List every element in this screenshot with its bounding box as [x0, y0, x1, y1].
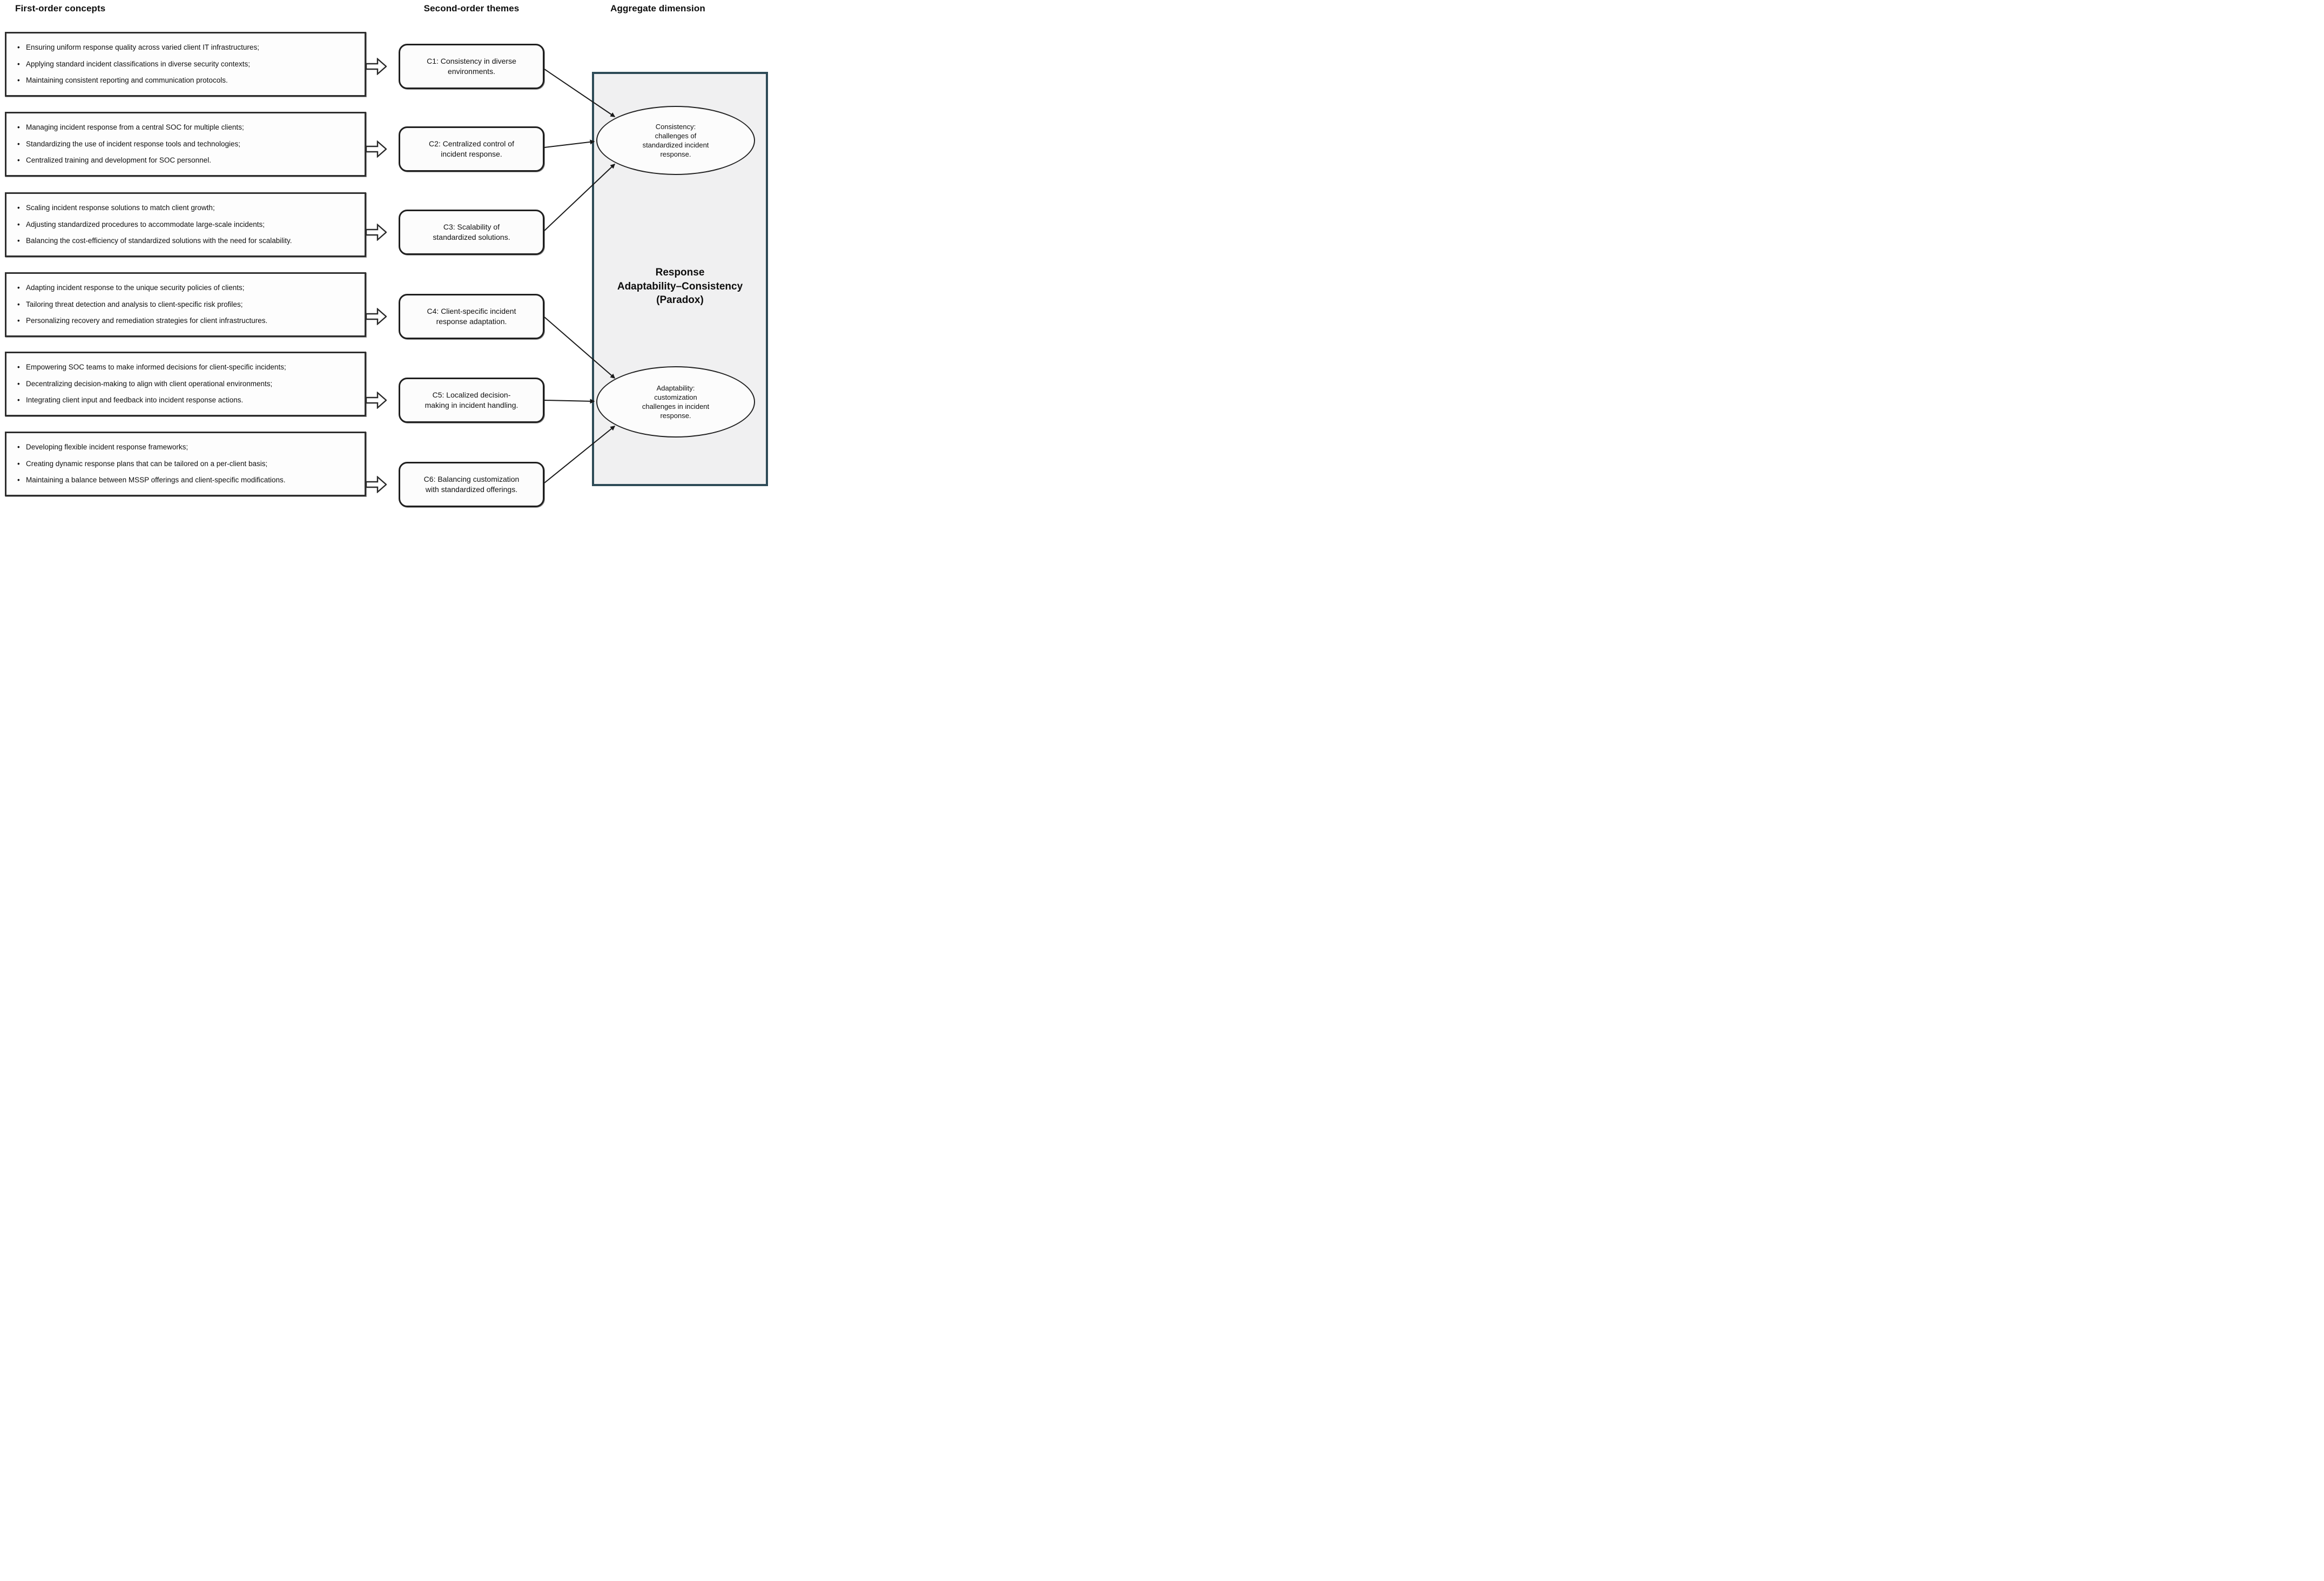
bullet-glyph: •: [17, 396, 20, 405]
bullet-text: Developing flexible incident response fr…: [26, 442, 188, 451]
bullet-glyph: •: [17, 59, 20, 68]
theme-box-c4: C4: Client-specific incident response ad…: [399, 294, 544, 339]
bullet-glyph: •: [17, 317, 20, 325]
bullet-text: Applying standard incident classificatio…: [26, 59, 250, 68]
bullet-glyph: •: [17, 476, 20, 485]
theme-box-c3: C3: Scalability of standardized solution…: [399, 210, 544, 255]
theme-box-c6: C6: Balancing customization with standar…: [399, 462, 544, 507]
block-arrow-icon: [366, 58, 387, 75]
bullet-glyph: •: [17, 203, 20, 212]
bullet-item: • Integrating client input and feedback i…: [17, 396, 357, 405]
bullet-item: • Scaling incident response solutions to …: [17, 204, 357, 213]
arrow-c2-to-consistency: [544, 139, 595, 148]
bullet-item: • Personalizing recovery and remediation …: [17, 317, 357, 326]
bullet-item: • Creating dynamic response plans that ca…: [17, 460, 357, 469]
bullet-glyph: •: [17, 362, 20, 371]
bullet-item: • Decentralizing decision-making to align…: [17, 380, 357, 389]
bullet-text: Tailoring threat detection and analysis …: [26, 300, 243, 308]
ellipse-adaptability: Adaptability: customization challenges i…: [596, 366, 755, 438]
bullet-glyph: •: [17, 76, 20, 85]
bullet-glyph: •: [17, 442, 20, 451]
bullet-glyph: •: [17, 459, 20, 468]
bullet-item: • Managing incident response from a centr…: [17, 123, 357, 132]
bullet-glyph: •: [17, 283, 20, 292]
bullet-text: Centralized training and development for…: [26, 156, 211, 165]
block-arrow-icon: [366, 308, 387, 325]
bullet-glyph: •: [17, 123, 20, 131]
bullet-item: • Empowering SOC teams to make informed d…: [17, 363, 357, 372]
theme-box-c1: C1: Consistency in diverse environments.: [399, 44, 544, 89]
gioia-diagram: First-order concepts Second-order themes…: [0, 0, 774, 527]
bullet-glyph: •: [17, 156, 20, 165]
bullet-item: • Maintaining a balance between MSSP offe…: [17, 476, 357, 485]
bullet-text: Standardizing the use of incident respon…: [26, 139, 241, 148]
block-arrow-icon: [366, 140, 387, 158]
bullet-text: Balancing the cost-efficiency of standar…: [26, 237, 292, 245]
concept-box-4: • Adapting incident response to the uniqu…: [5, 272, 366, 337]
bullet-item: • Ensuring uniform response quality acros…: [17, 43, 357, 52]
bullet-text: Managing incident response from a centra…: [26, 123, 244, 131]
bullet-glyph: •: [17, 43, 20, 51]
bullet-item: • Centralized training and development fo…: [17, 156, 357, 165]
concept-box-5: • Empowering SOC teams to make informed d…: [5, 352, 366, 416]
concept-box-6: • Developing flexible incident response f…: [5, 432, 366, 496]
bullet-text: Decentralizing decision-making to align …: [26, 379, 273, 388]
bullet-text: Maintaining a balance between MSSP offer…: [26, 476, 286, 485]
bullet-text: Creating dynamic response plans that can…: [26, 459, 268, 468]
bullet-glyph: •: [17, 300, 20, 308]
bullet-glyph: •: [17, 220, 20, 228]
aggregate-dimension-title: Response Adaptability–Consistency (Parad…: [617, 267, 743, 306]
concept-box-1: • Ensuring uniform response quality acros…: [5, 32, 366, 97]
header-second-order-themes: Second-order themes: [423, 3, 520, 14]
theme-box-c2: C2: Centralized control of incident resp…: [399, 126, 544, 172]
bullet-item: • Balancing the cost-efficiency of standa…: [17, 237, 357, 246]
bullet-item: • Maintaining consistent reporting and co…: [17, 76, 357, 85]
arrow-c5-to-adaptability: [544, 399, 595, 404]
bullet-text: Scaling incident response solutions to m…: [26, 203, 215, 212]
bullet-glyph: •: [17, 379, 20, 388]
concept-box-2: • Managing incident response from a centr…: [5, 112, 366, 177]
bullet-item: • Tailoring threat detection and analysis…: [17, 300, 357, 310]
bullet-text: Adapting incident response to the unique…: [26, 283, 245, 292]
theme-box-c5: C5: Localized decision- making in incide…: [399, 378, 544, 423]
bullet-text: Personalizing recovery and remediation s…: [26, 317, 268, 325]
header-aggregate-dimension: Aggregate dimension: [610, 3, 705, 14]
bullet-text: Adjusting standardized procedures to acc…: [26, 220, 265, 228]
block-arrow-icon: [366, 392, 387, 409]
bullet-glyph: •: [17, 139, 20, 148]
bullet-text: Ensuring uniform response quality across…: [26, 43, 259, 51]
block-arrow-icon: [366, 476, 387, 493]
concept-box-3: • Scaling incident response solutions to …: [5, 192, 366, 257]
bullet-text: Maintaining consistent reporting and com…: [26, 76, 228, 85]
bullet-text: Empowering SOC teams to make informed de…: [26, 362, 286, 371]
bullet-glyph: •: [17, 237, 20, 245]
bullet-item: • Standardizing the use of incident respo…: [17, 140, 357, 149]
bullet-text: Integrating client input and feedback in…: [26, 396, 244, 405]
ellipse-consistency: Consistency: challenges of standardized …: [596, 106, 755, 175]
header-first-order-concepts: First-order concepts: [15, 3, 106, 14]
bullet-item: • Adjusting standardized procedures to ac…: [17, 220, 357, 230]
block-arrow-icon: [366, 224, 387, 241]
bullet-item: • Developing flexible incident response f…: [17, 443, 357, 452]
bullet-item: • Adapting incident response to the uniqu…: [17, 284, 357, 293]
bullet-item: • Applying standard incident classificati…: [17, 60, 357, 69]
